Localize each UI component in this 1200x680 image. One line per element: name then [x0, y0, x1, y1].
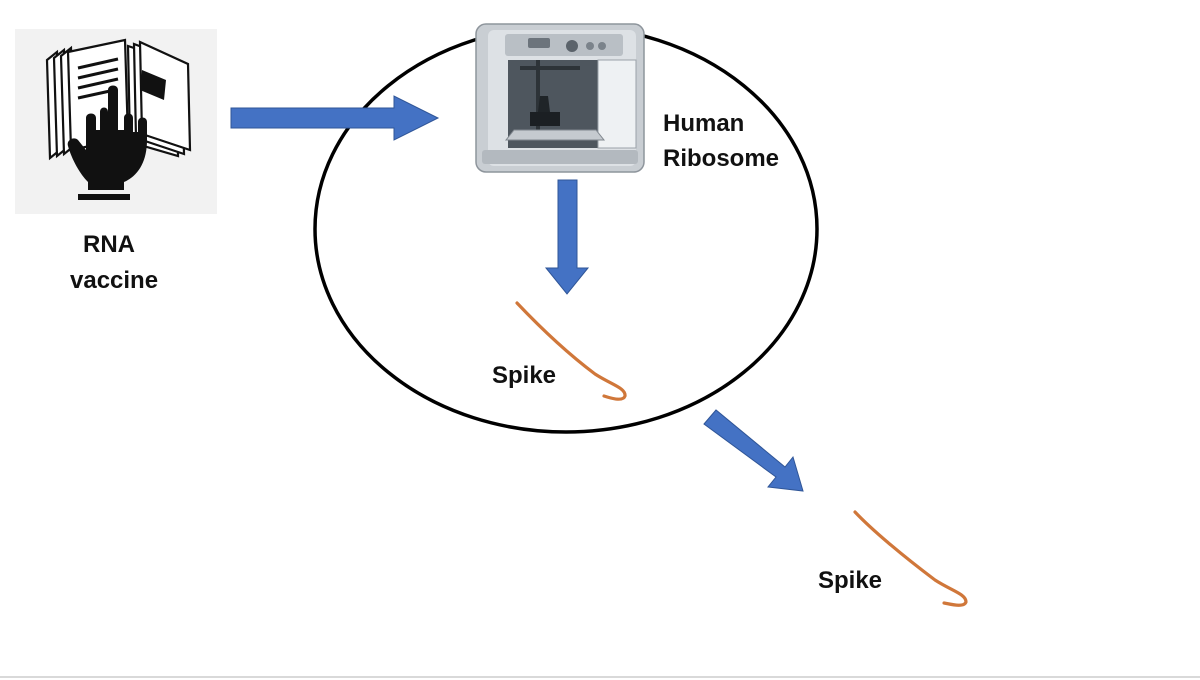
3d-printer-icon — [475, 23, 645, 173]
ribosome-label-line2: Ribosome — [663, 145, 780, 172]
rna-vaccine-label-line2: vaccine — [70, 267, 159, 294]
spike-protein-inside — [515, 301, 627, 401]
bottom-divider — [0, 676, 1200, 678]
arrow-vaccine-to-ribosome — [230, 95, 440, 141]
arrow-spike-out — [703, 409, 804, 492]
arrow-ribosome-to-spike — [544, 179, 590, 295]
ribosome-label-line1: Human — [663, 110, 745, 137]
spike-protein-outside — [853, 510, 968, 607]
instruction-manual-hand-icon — [15, 29, 217, 214]
spike-label-outside: Spike — [818, 567, 883, 594]
spike-label-inside: Spike — [492, 362, 557, 389]
rna-vaccine-label-line1: RNA — [83, 231, 135, 258]
